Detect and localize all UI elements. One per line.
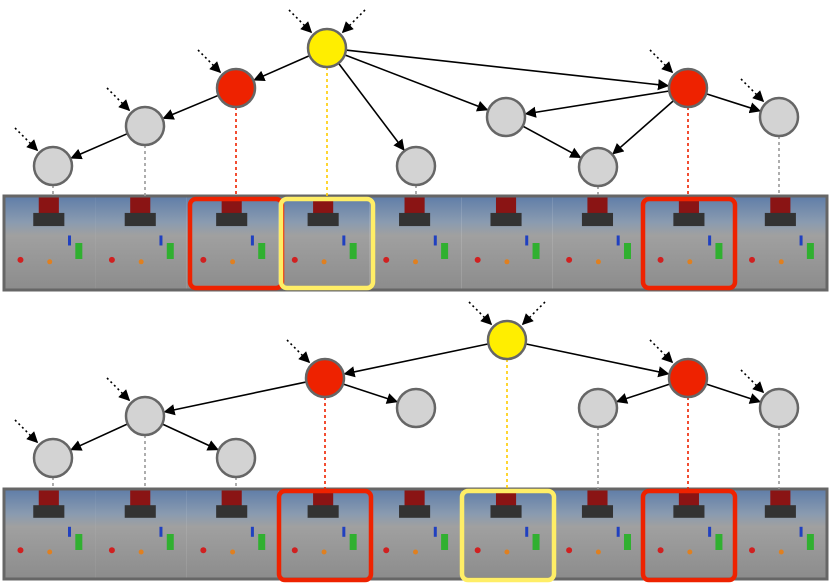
- normal-node: [577, 387, 619, 429]
- normal-node: [395, 145, 437, 187]
- tree-edge-arrow: [70, 423, 129, 451]
- bottom-strip-border: [2, 487, 829, 581]
- video-frame: [552, 489, 645, 579]
- normal-node: [485, 96, 527, 138]
- video-frame: [735, 196, 827, 290]
- video-frame: [461, 489, 553, 579]
- video-frame: [552, 196, 645, 290]
- incoming-dotted-arrow: [649, 49, 674, 74]
- tree-edge-arrow: [705, 383, 762, 404]
- top-frame-strip: [2, 194, 829, 292]
- tree-edge-arrow: [162, 94, 219, 120]
- tree-edge-arrow: [343, 343, 489, 378]
- video-frame: [95, 489, 187, 579]
- normal-node: [577, 146, 619, 188]
- video-frame: [369, 489, 462, 579]
- incoming-dotted-arrow: [740, 369, 765, 394]
- video-frame: [4, 489, 96, 579]
- tree-edge-arrow: [163, 381, 307, 416]
- keyframe-node: [304, 357, 346, 399]
- incoming-dotted-arrow: [106, 377, 131, 402]
- incoming-dotted-arrow: [468, 301, 493, 326]
- tree-edge-arrow: [337, 62, 405, 151]
- video-frame: [278, 489, 370, 579]
- keyframe-node: [215, 67, 257, 109]
- normal-node: [32, 437, 74, 479]
- video-frame: [4, 196, 96, 290]
- incoming-dotted-arrow: [286, 339, 311, 364]
- normal-node: [758, 96, 800, 138]
- video-frame: [278, 196, 370, 290]
- keyframe-frame-highlight: [640, 488, 738, 583]
- incoming-dotted-arrow: [740, 78, 765, 103]
- keyframe-frame-highlight: [640, 196, 738, 291]
- keyframe-frame-highlight: [276, 488, 374, 583]
- video-frame: [735, 489, 827, 579]
- normal-node: [395, 387, 437, 429]
- tree-edge-arrow: [70, 132, 128, 160]
- tree-edge-arrow: [253, 54, 310, 82]
- incoming-dotted-arrow: [288, 9, 313, 34]
- keyframe-node: [667, 67, 709, 109]
- normal-node: [215, 437, 257, 479]
- incoming-dotted-arrow: [106, 87, 131, 112]
- incoming-dotted-arrow: [521, 301, 546, 326]
- root-frame-highlight: [459, 488, 557, 583]
- normal-node: [124, 395, 166, 437]
- root-frame-highlight: [278, 196, 376, 291]
- video-frame: [95, 196, 187, 290]
- video-frame: [186, 196, 279, 290]
- tree-edge-arrow: [612, 99, 675, 155]
- video-frame: [461, 196, 553, 290]
- tree-edge-arrow: [525, 343, 670, 378]
- video-frame: [369, 196, 462, 290]
- incoming-dotted-arrow: [649, 339, 674, 364]
- tree-edge-arrow: [344, 54, 489, 112]
- tree-edge-arrow: [705, 93, 762, 114]
- tree-edge-arrow: [345, 49, 670, 91]
- tree-edge-arrow: [615, 383, 671, 404]
- root-node: [306, 27, 348, 69]
- normal-node: [124, 105, 166, 147]
- tree-edge-arrow: [342, 383, 399, 404]
- normal-node: [758, 387, 800, 429]
- normal-node: [32, 145, 74, 187]
- incoming-dotted-arrow: [14, 127, 39, 152]
- tree-edge-arrow: [522, 125, 582, 159]
- top-strip-border: [2, 194, 829, 292]
- keyframe-node: [667, 357, 709, 399]
- root-node: [486, 319, 528, 361]
- incoming-dotted-arrow: [341, 9, 366, 34]
- video-frame: [644, 489, 736, 579]
- tree-edge-arrow: [161, 423, 219, 451]
- video-frame: [186, 489, 279, 579]
- bottom-frame-strip: [2, 487, 829, 581]
- video-frame: [644, 196, 736, 290]
- tree-edge-arrow: [524, 90, 670, 118]
- incoming-dotted-arrow: [197, 49, 222, 74]
- incoming-dotted-arrow: [14, 419, 39, 444]
